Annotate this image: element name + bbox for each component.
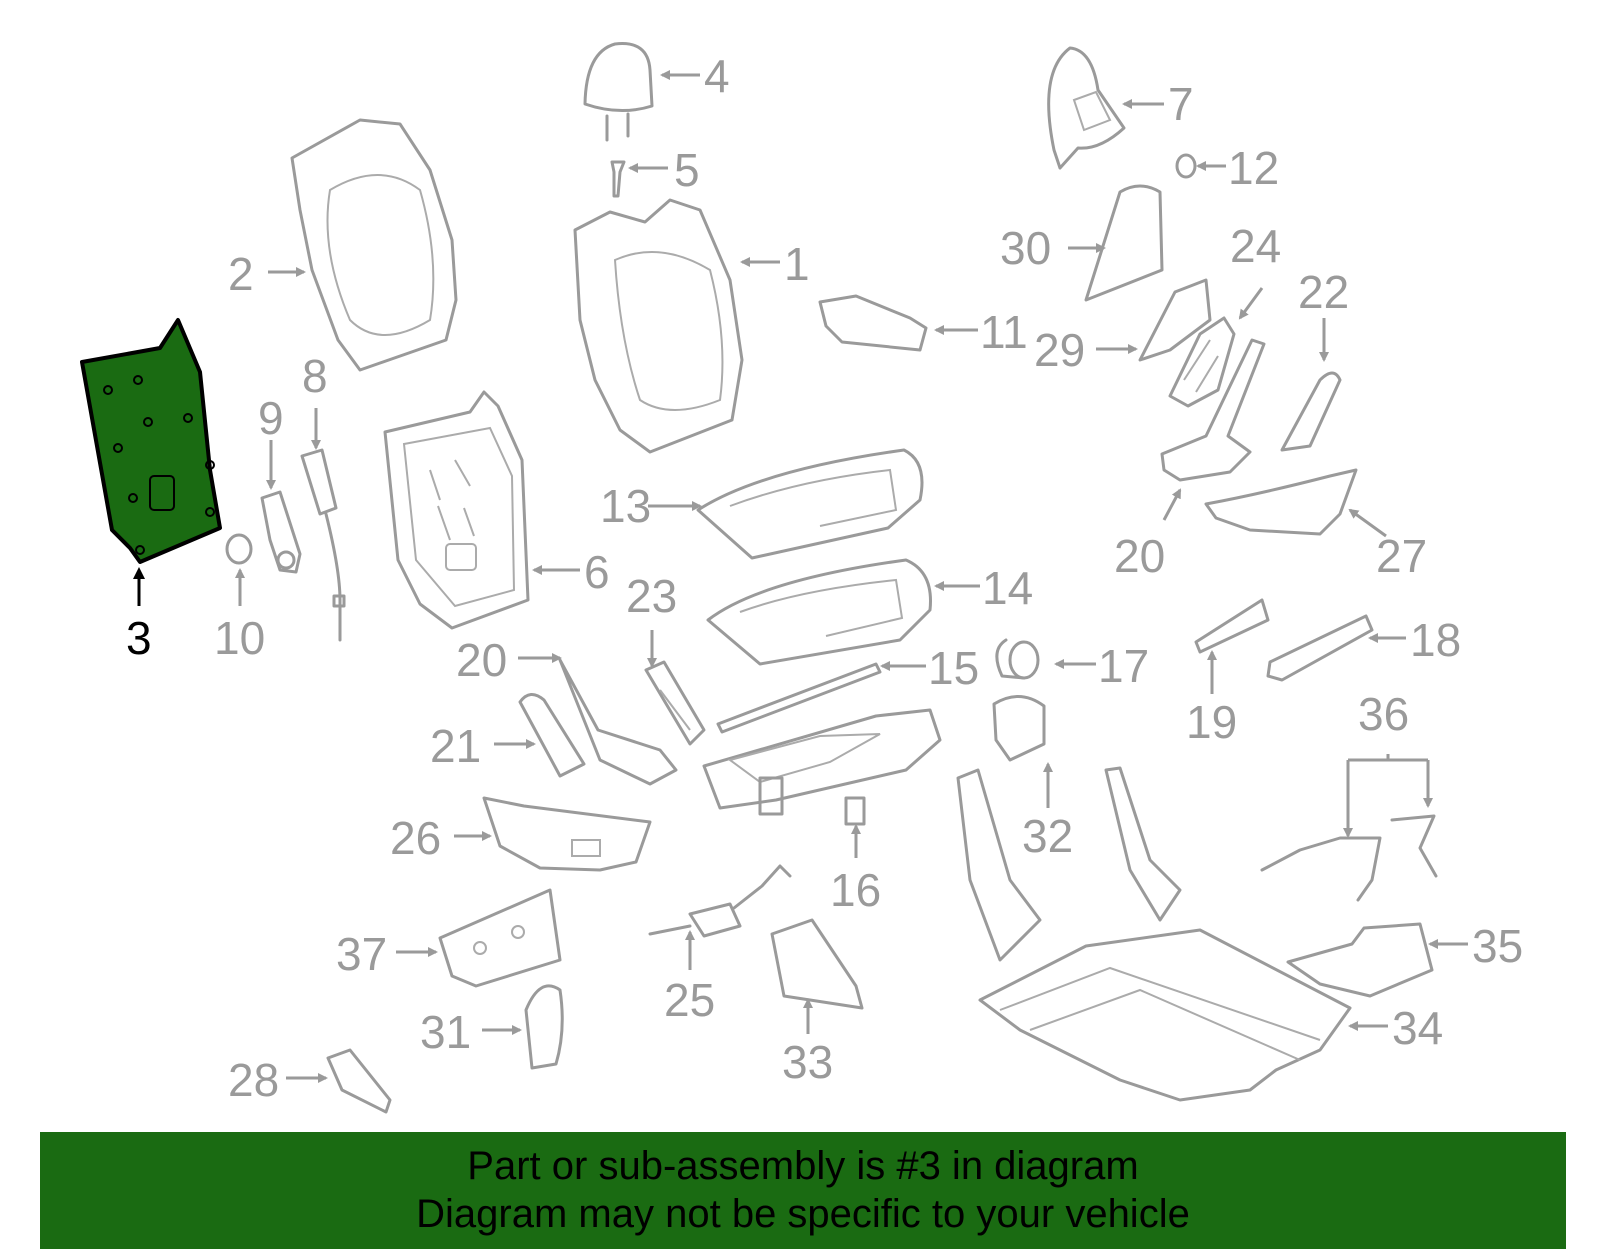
part-15-rod[interactable]	[716, 662, 882, 734]
part-3-back-panel[interactable]	[80, 318, 222, 564]
part-14-cushion-pad[interactable]	[706, 558, 932, 666]
callout-10: 10	[214, 612, 265, 664]
part-8-release-handle[interactable]	[300, 448, 346, 642]
callout-13: 13	[600, 480, 651, 532]
callout-18: 18	[1410, 614, 1461, 666]
callout-25: 25	[664, 974, 715, 1026]
callout-12: 12	[1228, 142, 1279, 194]
callout-labels: 4 5 1 2 7 12 30 29 11 24 22 20 27 13 6 1…	[126, 50, 1523, 1106]
leader-lines	[133, 70, 1468, 1083]
banner-line-2: Diagram may not be specific to your vehi…	[416, 1192, 1190, 1236]
part-21-cover[interactable]	[518, 693, 586, 778]
part-13-seat-cushion[interactable]	[696, 448, 924, 560]
callout-24: 24	[1230, 220, 1281, 272]
part-36-harness[interactable]	[1260, 814, 1438, 902]
part-10-washer[interactable]	[225, 533, 253, 565]
callout-14: 14	[982, 562, 1033, 614]
callout-29: 29	[1034, 324, 1085, 376]
callout-4: 4	[704, 50, 730, 102]
callout-33: 33	[782, 1036, 833, 1088]
callout-8: 8	[302, 350, 328, 402]
part-20-armrest-bracket[interactable]	[1160, 338, 1266, 482]
callout-34: 34	[1392, 1002, 1443, 1054]
part-19-clip[interactable]	[1194, 598, 1270, 654]
callout-11: 11	[980, 306, 1028, 358]
callout-21: 21	[430, 720, 481, 772]
callout-20-left: 20	[456, 634, 507, 686]
banner-line-1: Part or sub-assembly is #3 in diagram	[467, 1144, 1139, 1188]
callout-7: 7	[1168, 78, 1194, 130]
callout-17: 17	[1098, 640, 1149, 692]
callout-35: 35	[1472, 920, 1523, 972]
callout-26: 26	[390, 812, 441, 864]
part-22-cover[interactable]	[1280, 371, 1342, 452]
info-banner: Part or sub-assembly is #3 in diagram Di…	[40, 1132, 1566, 1249]
part-12-clip[interactable]	[1175, 153, 1197, 179]
part-24-bracket[interactable]	[1168, 316, 1236, 408]
callout-5: 5	[674, 144, 700, 196]
part-31-cap[interactable]	[524, 984, 564, 1070]
callout-22: 22	[1298, 266, 1349, 318]
part-32-cap[interactable]	[992, 695, 1046, 762]
callout-20-right: 20	[1114, 530, 1165, 582]
callout-28: 28	[228, 1054, 279, 1106]
callout-27: 27	[1376, 530, 1427, 582]
callout-23: 23	[626, 570, 677, 622]
part-35-cover[interactable]	[1286, 922, 1434, 998]
part-26-side-panel[interactable]	[482, 796, 652, 872]
callout-32: 32	[1022, 810, 1073, 862]
part-4-headrest[interactable]	[583, 42, 654, 142]
part-17-bushing[interactable]	[995, 638, 1040, 680]
part-16-seat-frame[interactable]	[702, 708, 942, 826]
callout-36: 36	[1358, 688, 1409, 740]
part-1-seatback-cushion[interactable]	[573, 198, 744, 454]
callout-19: 19	[1186, 696, 1237, 748]
part-7-recliner-cover[interactable]	[1047, 46, 1126, 170]
callout-2: 2	[228, 248, 254, 300]
part-37-bracket[interactable]	[438, 888, 562, 988]
callout-9: 9	[258, 392, 284, 444]
part-29-trim-panel[interactable]	[1138, 278, 1212, 362]
callout-15: 15	[928, 642, 979, 694]
part-30-side-shield[interactable]	[1084, 184, 1164, 302]
callout-16: 16	[830, 864, 881, 916]
callout-37: 37	[336, 928, 387, 980]
part-6-seatback-pan[interactable]	[383, 390, 530, 630]
part-25-switch[interactable]	[648, 864, 792, 938]
part-18-trim-strip[interactable]	[1266, 614, 1374, 682]
part-2-seatback-frame[interactable]	[290, 118, 458, 372]
part-5-headrest-guide[interactable]	[610, 160, 626, 198]
part-9-lever[interactable]	[260, 490, 302, 574]
part-20-lower-bracket[interactable]	[558, 658, 678, 786]
callout-3: 3	[126, 612, 152, 664]
callout-6: 6	[584, 546, 610, 598]
callout-30: 30	[1000, 222, 1051, 274]
part-28-clip[interactable]	[326, 1048, 392, 1114]
part-27-trim-cover[interactable]	[1204, 468, 1358, 536]
part-11-armrest[interactable]	[818, 294, 928, 352]
callout-31: 31	[420, 1006, 471, 1058]
part-34-seat-track[interactable]	[956, 766, 1352, 1102]
part-33-cover[interactable]	[770, 918, 864, 1010]
part-23-bracket[interactable]	[644, 660, 706, 746]
callout-1: 1	[784, 238, 810, 290]
